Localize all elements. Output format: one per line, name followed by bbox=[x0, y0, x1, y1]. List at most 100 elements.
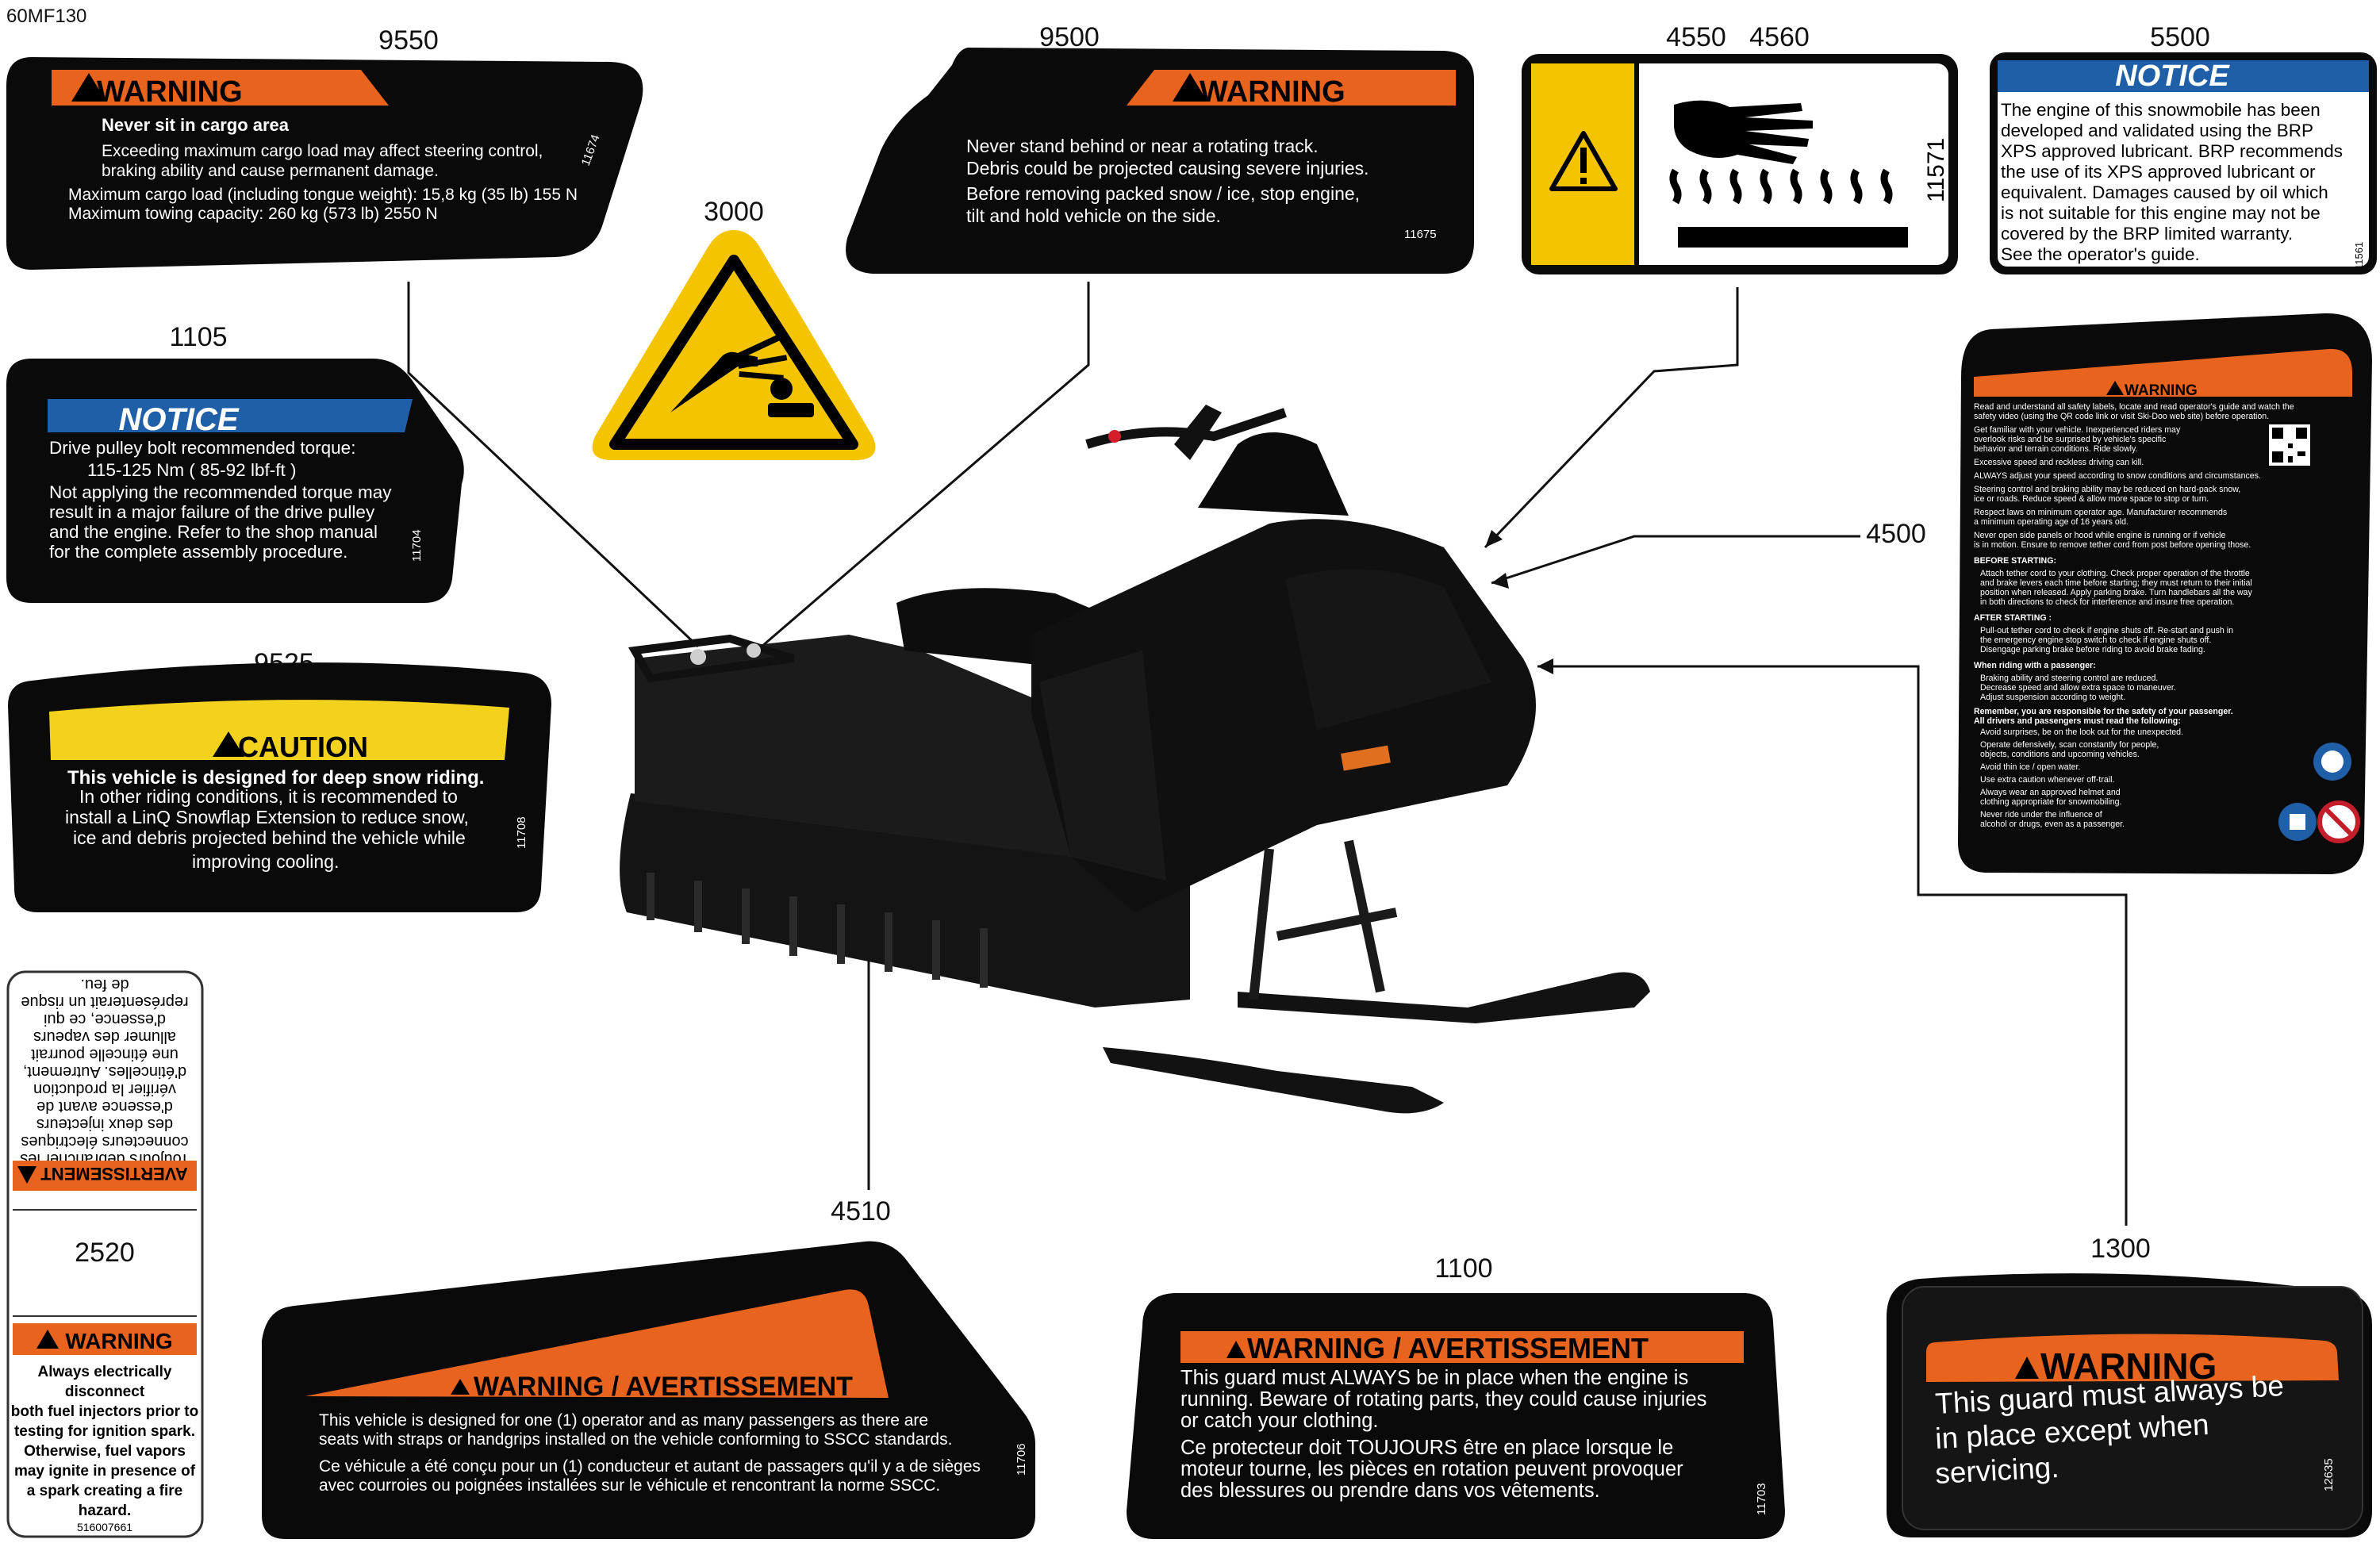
part-code: 11561 bbox=[2353, 242, 2365, 270]
arrow-4550 bbox=[1485, 530, 1503, 547]
line: hazard. bbox=[79, 1503, 132, 1519]
warning-header: WARNING / AVERTISSEMENT bbox=[1247, 1332, 1649, 1365]
line: des blessures ou prendre dans vos vêteme… bbox=[1180, 1480, 1600, 1502]
line: This vehicle is designed for deep snow r… bbox=[67, 767, 484, 789]
hand-in-machinery-icon bbox=[670, 333, 814, 417]
line: Excessive speed and reckless driving can… bbox=[1974, 458, 2144, 467]
line: braking ability and cause permanent dama… bbox=[102, 162, 439, 180]
french-header-upside-down: AVERTISSEMENT bbox=[13, 1161, 197, 1191]
label-number-4510: 4510 bbox=[831, 1196, 891, 1226]
line: 115-125 Nm ( 85-92 lbf-ft ) bbox=[87, 460, 296, 480]
line: connecteurs électriques bbox=[21, 1133, 188, 1150]
caution-triangle-icon bbox=[213, 731, 244, 757]
warning-triangle-icon bbox=[17, 1166, 36, 1184]
line: d'essence avant de bbox=[36, 1098, 173, 1115]
label-number-3000: 3000 bbox=[704, 197, 764, 227]
line: Exceeding maximum cargo load may affect … bbox=[102, 142, 543, 160]
warning-triangle-icon bbox=[1173, 73, 1207, 102]
label-number-5500: 5500 bbox=[2150, 22, 2210, 52]
hot-surface-hand-icon bbox=[1669, 100, 1908, 248]
decal-1105: NOTICE Drive pulley bolt recommended tor… bbox=[6, 359, 464, 603]
warning-triangle-icon bbox=[2015, 1357, 2039, 1379]
decal-3000 bbox=[592, 230, 876, 460]
line: ALWAYS adjust your speed according to sn… bbox=[1974, 471, 2261, 481]
arrow-4500 bbox=[1491, 573, 1509, 589]
label-number-1100: 1100 bbox=[1434, 1253, 1492, 1284]
line: des deux injecteurs bbox=[36, 1115, 173, 1133]
line: disconnect bbox=[65, 1384, 145, 1400]
line: position when released. Apply parking br… bbox=[1980, 588, 2252, 597]
warning-triangle-icon bbox=[36, 1330, 59, 1349]
part-code: 516007661 bbox=[77, 1521, 132, 1533]
caution-header: CAUTION bbox=[238, 731, 368, 763]
line: behavior and terrain conditions. Ride sl… bbox=[1974, 444, 2138, 454]
line: for the complete assembly procedure. bbox=[49, 542, 347, 562]
line: safety video (using the QR code link or … bbox=[1974, 412, 2269, 421]
arrow-1300 bbox=[1537, 658, 1553, 674]
decal-4510: WARNING / AVERTISSEMENT This vehicle is … bbox=[262, 1241, 1035, 1539]
line: alcohol or drugs, even as a passenger. bbox=[1980, 819, 2125, 829]
line: Ce véhicule a été conçu pour un (1) cond… bbox=[319, 1457, 981, 1476]
warning-triangle-icon bbox=[451, 1379, 470, 1395]
line: de feu. bbox=[80, 976, 129, 993]
label-number-1300: 1300 bbox=[2090, 1234, 2151, 1264]
line: BEFORE STARTING: bbox=[1974, 556, 2056, 566]
line: The engine of this snowmobile has been bbox=[2001, 100, 2320, 120]
part-code: 11704 bbox=[410, 529, 424, 562]
line: Debris could be projected causing severe… bbox=[966, 158, 1369, 178]
line: Otherwise, fuel vapors bbox=[24, 1443, 186, 1460]
warning-triangle-icon bbox=[71, 73, 106, 102]
line: d'essence, ce qui bbox=[44, 1011, 166, 1028]
line: and the engine. Refer to the shop manual bbox=[49, 522, 378, 542]
warning-header: WARNING bbox=[2125, 382, 2198, 399]
leader-9550 bbox=[407, 282, 700, 648]
part-code: 11571 bbox=[1923, 138, 1949, 202]
line: objects, conditions and upcoming vehicle… bbox=[1980, 750, 2140, 759]
part-code: 11703 bbox=[1755, 1483, 1768, 1515]
warning-header: WARNING bbox=[65, 1329, 172, 1353]
label-number-4550: 4550 bbox=[1666, 22, 1726, 52]
label-number-9550: 9550 bbox=[378, 25, 439, 56]
warning-triangle-icon bbox=[1549, 131, 1618, 191]
line: Ce protecteur doit TOUJOURS être en plac… bbox=[1180, 1437, 1673, 1459]
line: Drive pulley bolt recommended torque: bbox=[49, 438, 355, 458]
label-number-4500: 4500 bbox=[1866, 519, 1926, 549]
notice-header: NOTICE bbox=[2115, 59, 2230, 93]
leader-4500 bbox=[1491, 535, 1860, 585]
qr-code-icon bbox=[2269, 424, 2310, 466]
line: covered by the BRP limited warranty. bbox=[2001, 224, 2293, 244]
decal-4550: 11571 bbox=[1522, 54, 1958, 274]
label-number-9500: 9500 bbox=[1039, 22, 1100, 52]
warning-header: WARNING / AVERTISSEMENT bbox=[474, 1372, 853, 1402]
line: avec courroies ou poignées installées su… bbox=[319, 1476, 940, 1495]
line: running. Beware of rotating parts, they … bbox=[1180, 1388, 1706, 1411]
line: Remember, you are responsible for the sa… bbox=[1974, 707, 2233, 716]
line: Steering control and braking ability may… bbox=[1974, 485, 2240, 494]
decal-5500: NOTICE The engine of this snowmobile has… bbox=[1990, 52, 2377, 274]
line: developed and validated using the BRP bbox=[2001, 121, 2313, 140]
leader-1300 bbox=[1537, 665, 2128, 1226]
line: servicing. bbox=[1934, 1451, 2059, 1490]
avertissement-header: AVERTISSEMENT bbox=[40, 1164, 188, 1184]
line: This guard must ALWAYS be in place when … bbox=[1180, 1367, 1688, 1389]
line: may ignite in presence of bbox=[14, 1463, 196, 1480]
line: All drivers and passengers must read the… bbox=[1974, 716, 2181, 726]
decal-9500: WARNING Never stand behind or near a rot… bbox=[846, 48, 1474, 274]
line: ice or roads. Reduce speed & allow more … bbox=[1974, 494, 2209, 504]
line: overlook risks and be surprised by vehic… bbox=[1974, 435, 2167, 444]
snowmobile-illustration bbox=[620, 405, 1650, 1114]
line: testing for ignition spark. bbox=[14, 1423, 195, 1440]
label-number-4560: 4560 bbox=[1749, 22, 1810, 52]
warning-triangle-icon bbox=[2106, 381, 2124, 395]
line: Never stand behind or near a rotating tr… bbox=[966, 136, 1319, 156]
line: tilt and hold vehicle on the side. bbox=[966, 205, 1221, 226]
line: Never sit in cargo area bbox=[102, 115, 290, 135]
line: Adjust suspension according to weight. bbox=[1980, 693, 2125, 702]
line: both fuel injectors prior to bbox=[11, 1403, 198, 1420]
warning-4500-text: Read and understand all safety labels, l… bbox=[1974, 402, 2294, 829]
warning-header: WARNING bbox=[2040, 1345, 2217, 1387]
line: clothing appropriate for snowmobiling. bbox=[1980, 797, 2121, 807]
line: moteur tourne, les pièces en rotation pe… bbox=[1180, 1458, 1683, 1480]
part-code: 12635 bbox=[2322, 1458, 2336, 1491]
line: représenterait un risque bbox=[21, 993, 188, 1011]
